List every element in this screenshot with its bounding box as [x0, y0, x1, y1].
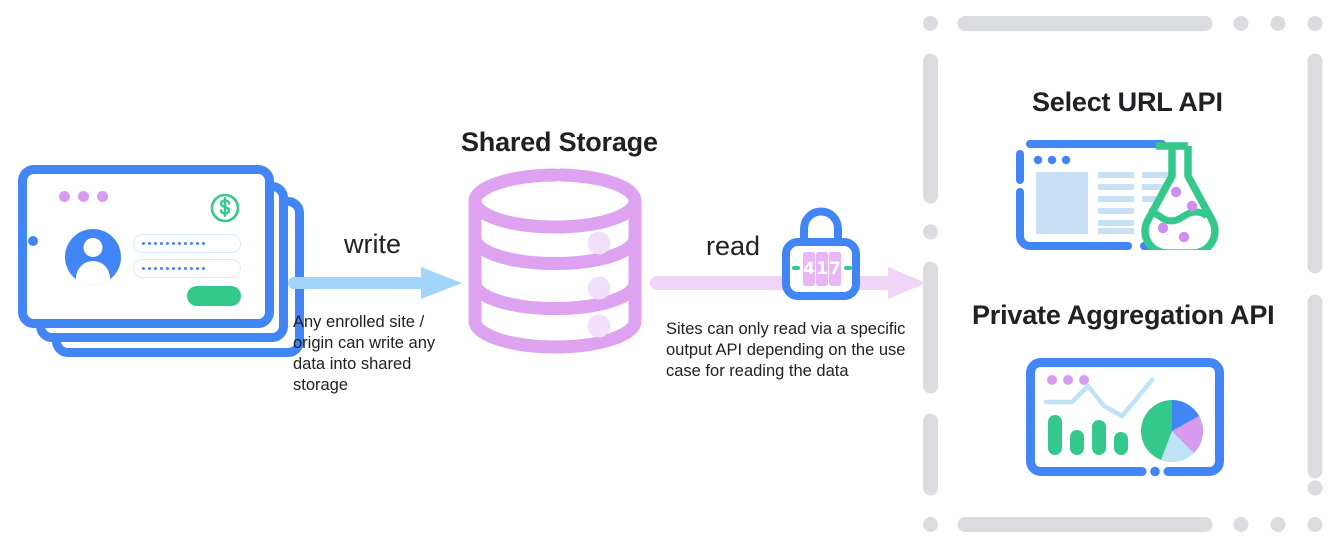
write-caption: Any enrolled site / origin can write any… [293, 313, 436, 394]
combination-lock-icon: 4 1 7 [779, 202, 863, 302]
svg-text:4: 4 [803, 259, 815, 279]
shared-storage-title: Shared Storage [461, 127, 658, 157]
write-label: write [344, 229, 402, 259]
private-aggregation-api-title: Private Aggregation API [972, 300, 1275, 330]
output-apis-panel [923, 16, 1333, 532]
source-card-stack [14, 165, 314, 360]
avatar-body [76, 261, 110, 285]
password-field[interactable] [133, 259, 241, 278]
read-label: read [706, 231, 761, 261]
window-dot-3 [97, 191, 108, 202]
avatar [65, 229, 121, 285]
window-dots [59, 191, 108, 202]
username-field[interactable] [133, 234, 241, 253]
browser-flask-icon [1016, 140, 1234, 257]
database-cylinder-icon [466, 166, 644, 356]
read-caption: Sites can only read via a specific outpu… [666, 320, 906, 380]
select-url-api-title: Select URL API [1032, 87, 1223, 117]
window-dot-1 [59, 191, 70, 202]
dollar-circle-icon [209, 192, 241, 224]
avatar-head [83, 238, 103, 257]
browser-analytics-icon [1026, 358, 1224, 480]
svg-text:7: 7 [829, 259, 841, 279]
card-front [18, 165, 274, 328]
write-arrow [288, 264, 466, 302]
svg-text:1: 1 [816, 259, 828, 279]
card-frame-dot [28, 236, 38, 246]
window-dot-2 [78, 191, 89, 202]
submit-button[interactable] [187, 286, 241, 306]
